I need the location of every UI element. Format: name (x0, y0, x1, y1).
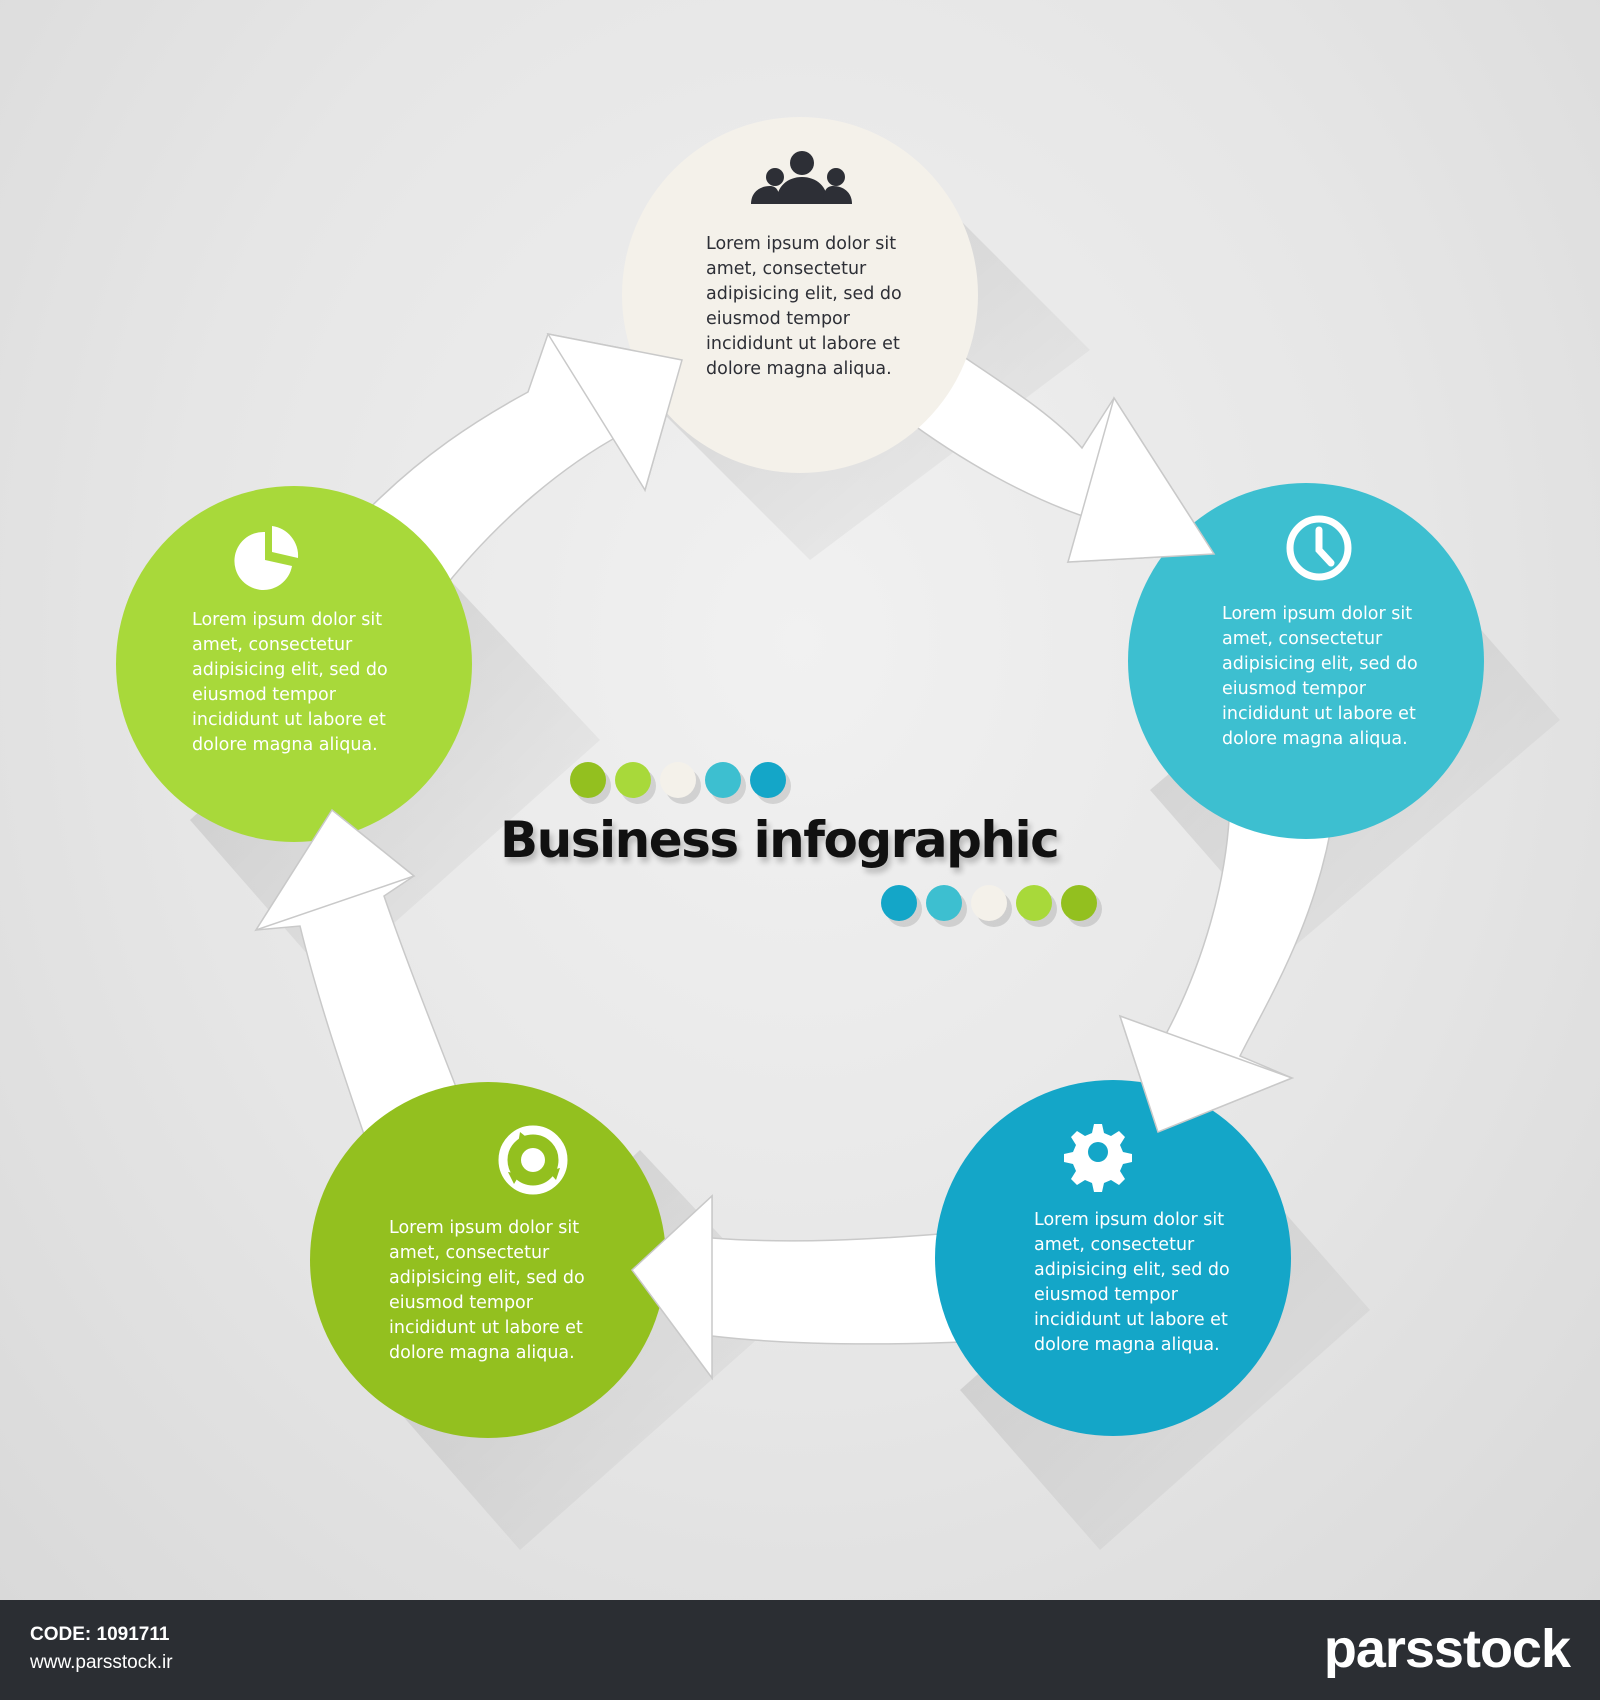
step-circle-cycle (310, 1082, 666, 1438)
title-dot-bottom-5 (1061, 885, 1097, 921)
title-dot-top-5 (750, 762, 786, 798)
step-circle-team (622, 117, 978, 473)
arrow-tips (254, 332, 1295, 1381)
people-group-icon (751, 151, 852, 204)
title-dot-top-3 (660, 762, 696, 798)
infographic-canvas: Lorem ipsum dolor sit amet, consectetur … (0, 0, 1600, 1600)
title-dot-top-2 (615, 762, 651, 798)
arrow-tip-analytics (254, 808, 416, 932)
arrow-tip-settings (1118, 1014, 1295, 1133)
title-dots-bottom (881, 885, 1102, 927)
step-circle-settings (935, 1080, 1291, 1436)
step-circles (116, 117, 1484, 1438)
arrow-tip-cycle (630, 1194, 713, 1381)
arrow-tip-team (546, 332, 683, 492)
page-title: Business infographic (500, 811, 1060, 869)
cycle-diagram (116, 117, 1560, 1550)
step-text-settings: Lorem ipsum dolor sit amet, consectetur … (1034, 1210, 1230, 1355)
title-dot-bottom-3 (971, 885, 1007, 921)
title-dots-top (570, 762, 791, 804)
step-circle-time (1128, 483, 1484, 839)
clock-icon (1286, 515, 1352, 581)
step-text-team: Lorem ipsum dolor sit amet, consectetur … (706, 234, 902, 379)
refresh-cycle-icon (498, 1125, 568, 1195)
image-code: CODE: 1091711 (30, 1624, 170, 1645)
title-dot-bottom-2 (926, 885, 962, 921)
title-dot-bottom-4 (1016, 885, 1052, 921)
step-text-analytics: Lorem ipsum dolor sit amet, consectetur … (192, 610, 388, 755)
title-dot-top-1 (570, 762, 606, 798)
step-circle-analytics (116, 486, 472, 842)
title-dot-bottom-1 (881, 885, 917, 921)
brand-logo: parsstock (1323, 1619, 1571, 1679)
step-text-time: Lorem ipsum dolor sit amet, consectetur … (1222, 604, 1418, 749)
step-text-cycle: Lorem ipsum dolor sit amet, consectetur … (389, 1218, 585, 1363)
pie-chart-icon (234, 526, 299, 590)
title-dot-top-4 (705, 762, 741, 798)
site-url: www.parsstock.ir (30, 1652, 173, 1673)
gear-icon (1064, 1124, 1132, 1192)
footer-bar: CODE: 1091711 www.parsstock.ir parsstock (0, 1600, 1600, 1700)
arrow-tip-time (1066, 396, 1216, 563)
